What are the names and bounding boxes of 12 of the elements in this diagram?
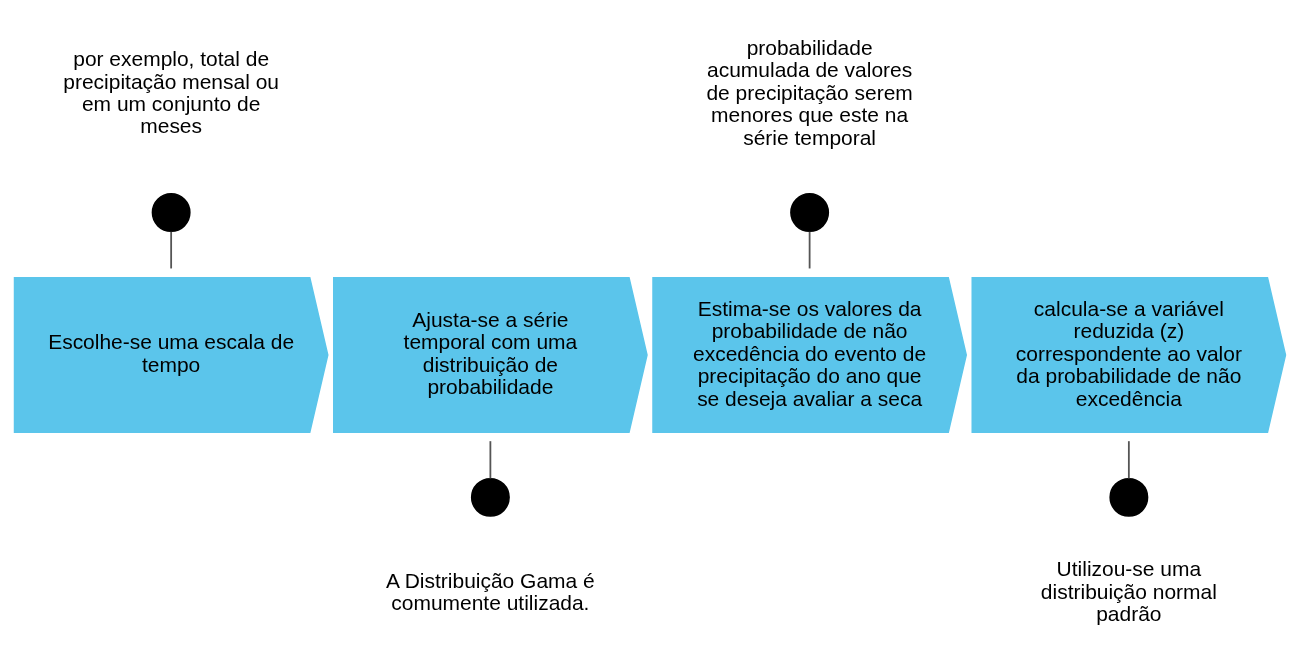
- node-circle: [151, 192, 191, 232]
- connector: [489, 439, 492, 479]
- node-circle: [470, 477, 510, 517]
- connector: [808, 230, 811, 269]
- node-circle: [1109, 477, 1149, 517]
- node-label: A Distribuição Gama é comumente utilizada.: [386, 568, 595, 614]
- connector: [1127, 439, 1130, 479]
- node-label: Utilizou-se uma distribuição normal padrão: [1040, 556, 1217, 625]
- node-label: por exemplo, total de precipitação mensal ou em um conjunto de meses: [63, 46, 279, 137]
- connector: [170, 230, 173, 269]
- node-label: probabilidade acumulada de valores de precipitação serem menores que este na série temporal: [706, 35, 913, 149]
- node-circle: [790, 192, 830, 232]
